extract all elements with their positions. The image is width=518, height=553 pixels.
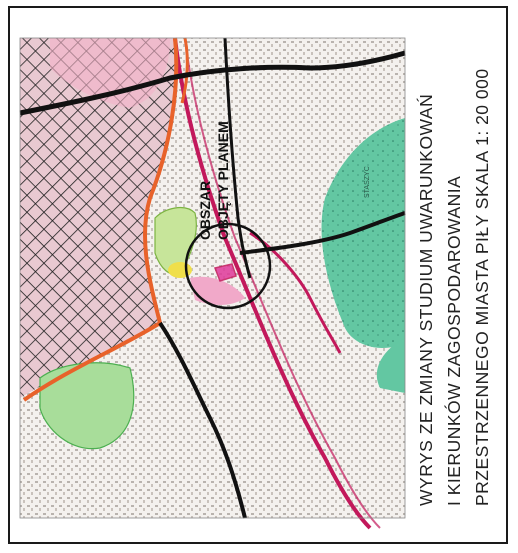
plan-area-parcel	[213, 263, 237, 282]
forest-area-south	[376, 338, 405, 393]
main-road-east	[239, 211, 406, 255]
caption-line1: WYRYS ZE ZMIANY STUDIUM UWARUNKOWAŃ	[416, 93, 436, 506]
forest-name-label: STASZYC	[364, 166, 371, 198]
area-label-line2: OBJĘTY PLANEM	[215, 121, 231, 240]
main-road-central	[223, 37, 252, 279]
yellow-zone	[168, 262, 192, 278]
crosshatch-zone	[20, 38, 179, 398]
forest-area	[321, 118, 405, 348]
railway-corridor-2	[184, 37, 381, 529]
railway-corridor	[173, 37, 372, 530]
residential-pink-area	[50, 38, 170, 108]
caption-line3: PRZESTRZENNEGO MIASTA PIŁY SKALA 1: 20 0…	[472, 68, 492, 506]
caption-line2: I KIERUNKÓW ZAGOSPODAROWANIA	[444, 175, 464, 506]
pink-commercial-area	[190, 276, 245, 305]
city-boundary-line	[22, 37, 179, 402]
map-area-border	[19, 37, 406, 519]
main-road-south	[158, 321, 247, 519]
study-circle	[184, 222, 272, 310]
map-svg	[10, 8, 506, 542]
map-frame: OBSZAR OBJĘTY PLANEM STASZYC WYRYS ZE ZM…	[8, 6, 508, 544]
area-label-line1: OBSZAR	[197, 180, 213, 240]
map-area	[19, 37, 406, 530]
